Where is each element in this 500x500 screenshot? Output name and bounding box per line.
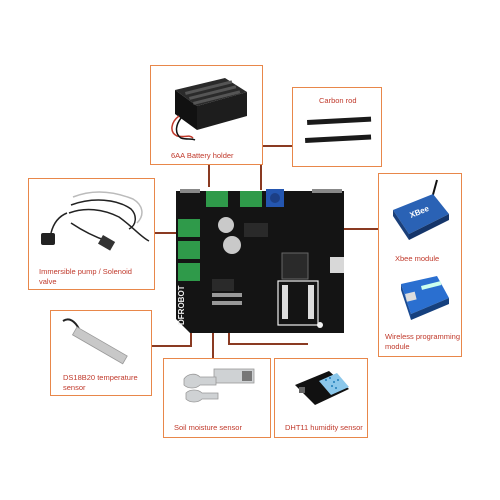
terminal-block-left-3 <box>178 263 200 281</box>
carbon-label: Carbon rod <box>319 96 357 105</box>
dht11-box: DHT11 humidity sensor <box>274 358 368 438</box>
connector-carbon-v <box>260 145 262 190</box>
connector-carbon <box>260 145 300 147</box>
ds18b20-box: DS18B20 temperature sensor <box>50 310 152 396</box>
connector-pump <box>155 232 185 234</box>
terminal-block-top-left <box>206 191 228 207</box>
carbon-rod-box: Carbon rod <box>292 87 382 167</box>
main-board: DFROBOT <box>176 189 344 333</box>
wireless-label-line1: Wireless programming <box>385 332 461 341</box>
wireless-label-line2: module <box>385 342 410 351</box>
xbee-label: Xbee module <box>395 254 440 263</box>
connector-battery <box>208 165 210 187</box>
battery-holder-image <box>171 78 247 141</box>
battery-holder-box: 6AA Battery holder <box>150 65 263 165</box>
xbee-socket <box>277 280 319 326</box>
xbee-box: XBee Xbee module Wireless programming mo… <box>378 173 462 357</box>
ds18b20-image <box>62 318 128 365</box>
carbon-rod-image <box>304 116 372 143</box>
pump-label-line1: Immersible pump / Solenoid <box>39 267 132 276</box>
brand-text: DFROBOT <box>177 285 186 325</box>
ds18b20-label-line1: DS18B20 temperature <box>63 373 138 382</box>
microcontroller-chip <box>281 252 309 280</box>
connector-ds18-h <box>152 345 192 347</box>
pump-label-line2: valve <box>39 277 57 286</box>
dht11-image <box>295 371 349 405</box>
pump-image <box>41 191 150 251</box>
xbee-module-image: XBee <box>393 179 449 240</box>
capacitor-1 <box>218 217 234 233</box>
soil-label: Soil moisture sensor <box>174 423 242 432</box>
dht11-label: DHT11 humidity sensor <box>285 423 363 432</box>
wireless-module-image <box>401 276 449 320</box>
terminal-block-left-1 <box>178 219 200 237</box>
terminal-block-left-2 <box>178 241 200 259</box>
battery-label: 6AA Battery holder <box>171 151 234 160</box>
connector-xbee <box>330 228 380 230</box>
capacitor-2 <box>223 236 241 254</box>
usb-port <box>330 257 344 273</box>
soil-sensor-image <box>183 368 255 403</box>
connector-dht-h <box>228 343 308 345</box>
terminal-block-top-right <box>240 191 262 207</box>
soil-sensor-box: Soil moisture sensor <box>163 358 271 438</box>
pump-box: Immersible pump / Solenoid valve <box>28 178 155 290</box>
ds18b20-label-line2: sensor <box>63 383 86 392</box>
